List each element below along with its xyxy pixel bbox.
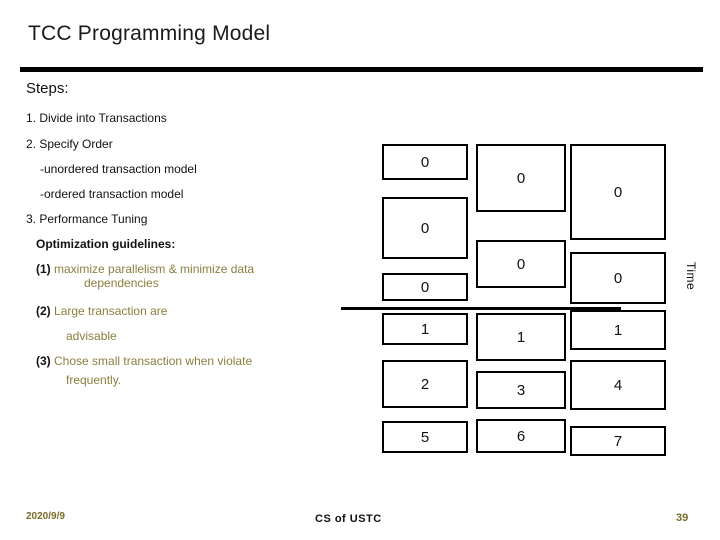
- transaction-box[interactable]: 0: [570, 144, 666, 240]
- guideline-3-number: (3): [36, 354, 51, 368]
- guideline-3-continuation: frequently.: [66, 373, 122, 387]
- guideline-1-continuation: dependencies: [84, 276, 159, 290]
- title-divider: [20, 67, 703, 72]
- step-3-text: 3. Performance Tuning: [26, 212, 148, 226]
- optimization-guidelines-heading: Optimization guidelines:: [36, 237, 176, 251]
- guideline-2-continuation: advisable: [66, 329, 117, 343]
- footer-organization: CS of USTC: [315, 513, 382, 525]
- transaction-box[interactable]: 2: [382, 360, 468, 408]
- time-axis-label: Time: [684, 262, 698, 291]
- transaction-box[interactable]: 6: [476, 419, 566, 453]
- unordered-model-text: -unordered transaction model: [40, 162, 197, 176]
- guideline-2-text: Large transaction are: [54, 304, 168, 318]
- transaction-box[interactable]: 5: [382, 421, 468, 453]
- page-title: TCC Programming Model: [28, 22, 271, 45]
- transaction-box[interactable]: 0: [476, 144, 566, 212]
- guideline-2: (2) Large transaction are: [36, 304, 326, 318]
- guideline-1-number: (1): [36, 262, 51, 276]
- step-1-text: 1. Divide into Transactions: [26, 111, 167, 125]
- guideline-1-text: maximize parallelism & minimize data: [54, 262, 255, 276]
- footer-date: 2020/9/9: [26, 511, 65, 522]
- phase-divider-line: [341, 307, 621, 310]
- transaction-box[interactable]: 1: [476, 313, 566, 361]
- transaction-box[interactable]: 0: [382, 273, 468, 301]
- transaction-box[interactable]: 1: [382, 313, 468, 345]
- footer-page-number: 39: [676, 512, 689, 524]
- guideline-2-number: (2): [36, 304, 51, 318]
- transaction-box[interactable]: 0: [382, 144, 468, 180]
- guideline-3-text: Chose small transaction when violate: [54, 354, 253, 368]
- transaction-box[interactable]: 4: [570, 360, 666, 410]
- transaction-box[interactable]: 0: [476, 240, 566, 288]
- transaction-box[interactable]: 3: [476, 371, 566, 409]
- transaction-box[interactable]: 1: [570, 310, 666, 350]
- ordered-model-text: -ordered transaction model: [40, 187, 184, 201]
- transaction-box[interactable]: 0: [382, 197, 468, 259]
- step-2-text: 2. Specify Order: [26, 137, 113, 151]
- transaction-box[interactable]: 0: [570, 252, 666, 304]
- transaction-box[interactable]: 7: [570, 426, 666, 456]
- guideline-1: (1) maximize parallelism & minimize data: [36, 262, 326, 276]
- steps-heading: Steps:: [26, 80, 69, 97]
- guideline-3: (3) Chose small transaction when violate: [36, 354, 326, 368]
